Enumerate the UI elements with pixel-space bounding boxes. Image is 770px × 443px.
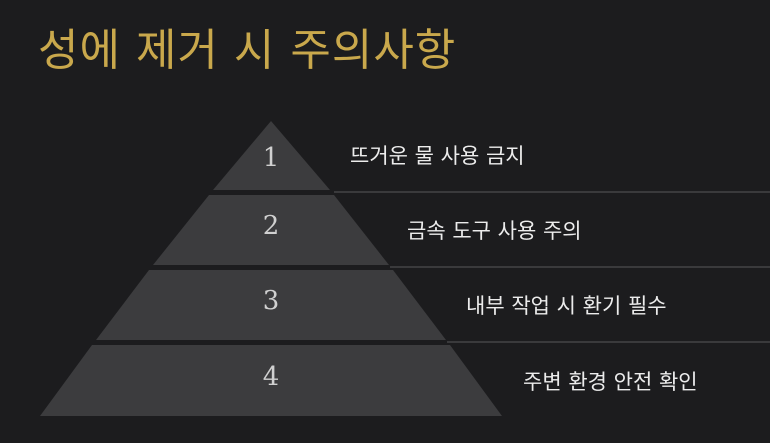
slide-title: 성에 제거 시 주의사항 (38, 25, 457, 76)
pyramid-tier-2 (153, 195, 389, 265)
level-label-1: 뜨거운 물 사용 금지 (350, 144, 525, 168)
level-number-3: 3 (262, 286, 280, 316)
pyramid-tier-4 (40, 345, 502, 416)
level-label-4: 주변 환경 안전 확인 (523, 370, 698, 394)
level-number-1: 1 (262, 143, 280, 173)
level-number-2: 2 (262, 211, 280, 241)
pyramid-tier-3 (96, 270, 446, 340)
level-label-2: 금속 도구 사용 주의 (407, 219, 582, 243)
level-label-3: 내부 작업 시 환기 필수 (466, 294, 667, 318)
level-number-4: 4 (262, 362, 280, 392)
pyramid-tier-1 (213, 121, 330, 190)
divider-1 (334, 191, 770, 193)
divider-2 (390, 266, 770, 268)
divider-3 (447, 341, 770, 343)
